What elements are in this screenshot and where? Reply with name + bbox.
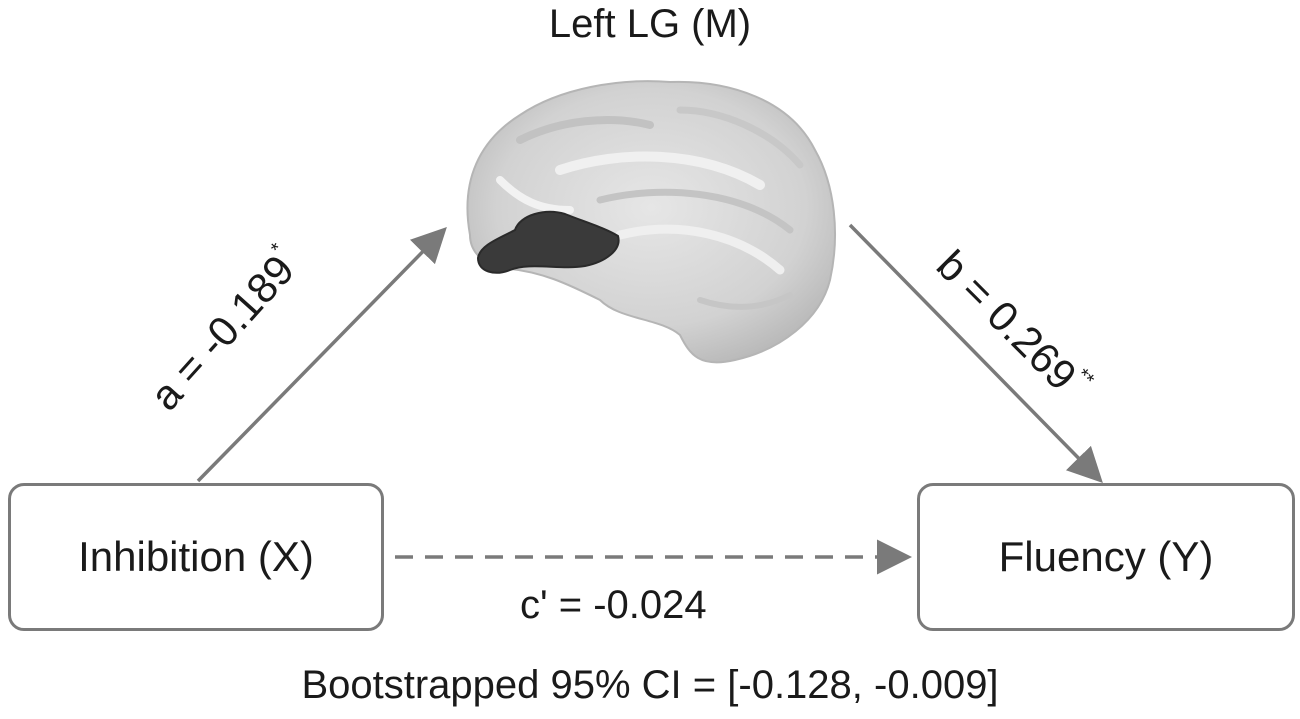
brain-medial-view-icon: [466, 80, 836, 364]
mediator-title: Left LG (M): [548, 2, 752, 46]
node-x-label: Inhibition (X): [78, 533, 314, 580]
node-y-label: Fluency (Y): [998, 533, 1214, 580]
node-y-box: Fluency (Y): [917, 483, 1295, 631]
bootstrapped-ci-text: Bootstrapped 95% CI = [-0.128, -0.009]: [301, 663, 999, 707]
path-c-prime-label: c' = -0.024: [520, 583, 707, 627]
path-a-arrow: [196, 227, 447, 483]
path-b-arrow: [848, 223, 1103, 483]
left-lg-region: [476, 210, 620, 274]
node-x-box: Inhibition (X): [8, 483, 384, 631]
